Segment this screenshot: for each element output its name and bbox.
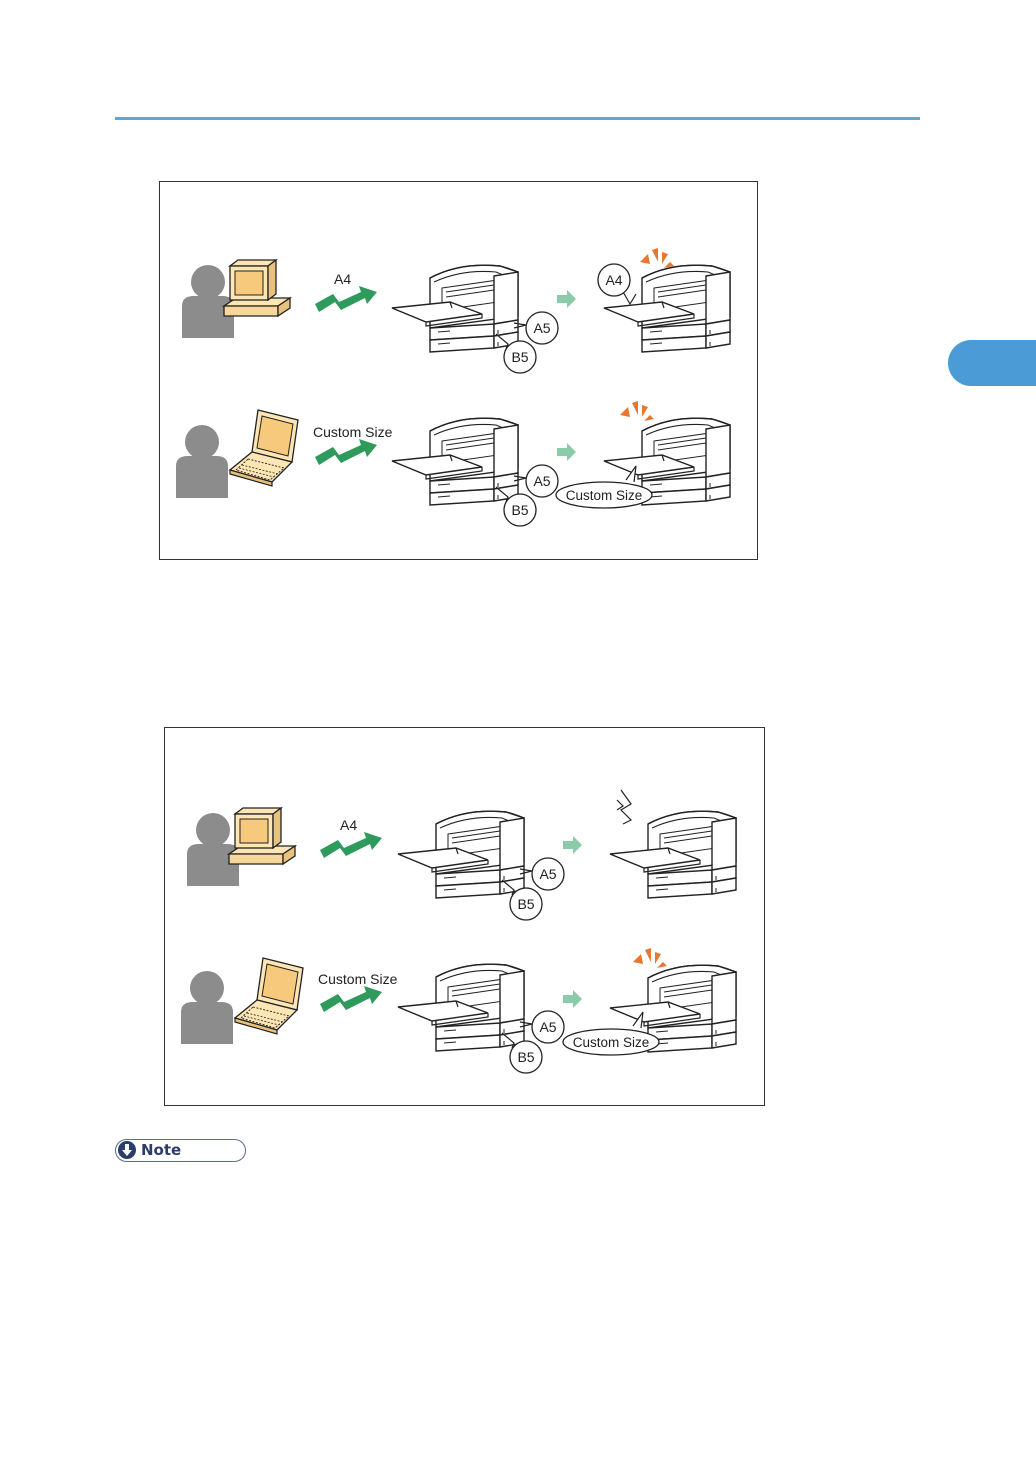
tray-label-b5: B5 (511, 349, 528, 365)
result-label-custom-size: Custom Size (573, 1035, 650, 1050)
next-step-arrow-icon (557, 443, 576, 461)
tray-label-b5: B5 (517, 1049, 534, 1065)
data-transmission-arrow-icon (315, 286, 377, 312)
printer-icon (392, 418, 518, 505)
error-zigzag-icon (617, 790, 631, 824)
desktop-computer-icon (224, 260, 290, 316)
printer-icon (398, 964, 524, 1051)
job-label-custom-size: Custom Size (313, 424, 393, 440)
data-transmission-arrow-icon (320, 832, 382, 858)
printing-burst-icon (633, 948, 667, 968)
job-label-custom-size: Custom Size (318, 971, 398, 987)
laptop-icon (230, 410, 298, 486)
figure-2-canvas: A4 A5 B5 Custom Size A5 B5 Custom Size (165, 728, 763, 1104)
person-icon (176, 425, 228, 498)
data-transmission-arrow-icon (315, 439, 377, 465)
next-step-arrow-icon (557, 290, 576, 308)
header-rule (115, 117, 920, 120)
printing-burst-icon (640, 248, 674, 268)
printing-burst-icon (620, 401, 654, 421)
person-icon (181, 971, 233, 1044)
result-label-custom-size: Custom Size (566, 488, 643, 503)
next-step-arrow-icon (563, 990, 582, 1008)
figure-paper-select-bypass: A4 A5 B5 A4 Custom Size A5 B5 Custom Siz… (159, 181, 758, 560)
data-transmission-arrow-icon (320, 986, 382, 1012)
person-icon (187, 813, 239, 886)
chapter-tab (948, 340, 1036, 386)
next-step-arrow-icon (563, 836, 582, 854)
printer-icon (392, 265, 518, 352)
figure-paper-select-error: A4 A5 B5 Custom Size A5 B5 Custom Size (164, 727, 765, 1106)
figure-1-canvas: A4 A5 B5 A4 Custom Size A5 B5 Custom Siz… (160, 182, 756, 558)
note-heading: Note (115, 1139, 246, 1162)
result-label-a4: A4 (605, 272, 622, 288)
tray-label-b5: B5 (511, 502, 528, 518)
job-label-a4: A4 (340, 817, 357, 833)
tray-label-a5: A5 (539, 866, 556, 882)
tray-label-a5: A5 (533, 473, 550, 489)
tray-label-b5: B5 (517, 896, 534, 912)
person-icon (182, 265, 234, 338)
tray-label-a5: A5 (533, 320, 550, 336)
printer-icon (398, 811, 524, 898)
desktop-computer-icon (229, 808, 295, 864)
tray-label-a5: A5 (539, 1019, 556, 1035)
job-label-a4: A4 (334, 271, 351, 287)
arrow-down-circle-icon (118, 1141, 136, 1159)
printer-icon (610, 811, 736, 898)
laptop-icon (235, 958, 303, 1034)
note-label: Note (141, 1141, 181, 1159)
